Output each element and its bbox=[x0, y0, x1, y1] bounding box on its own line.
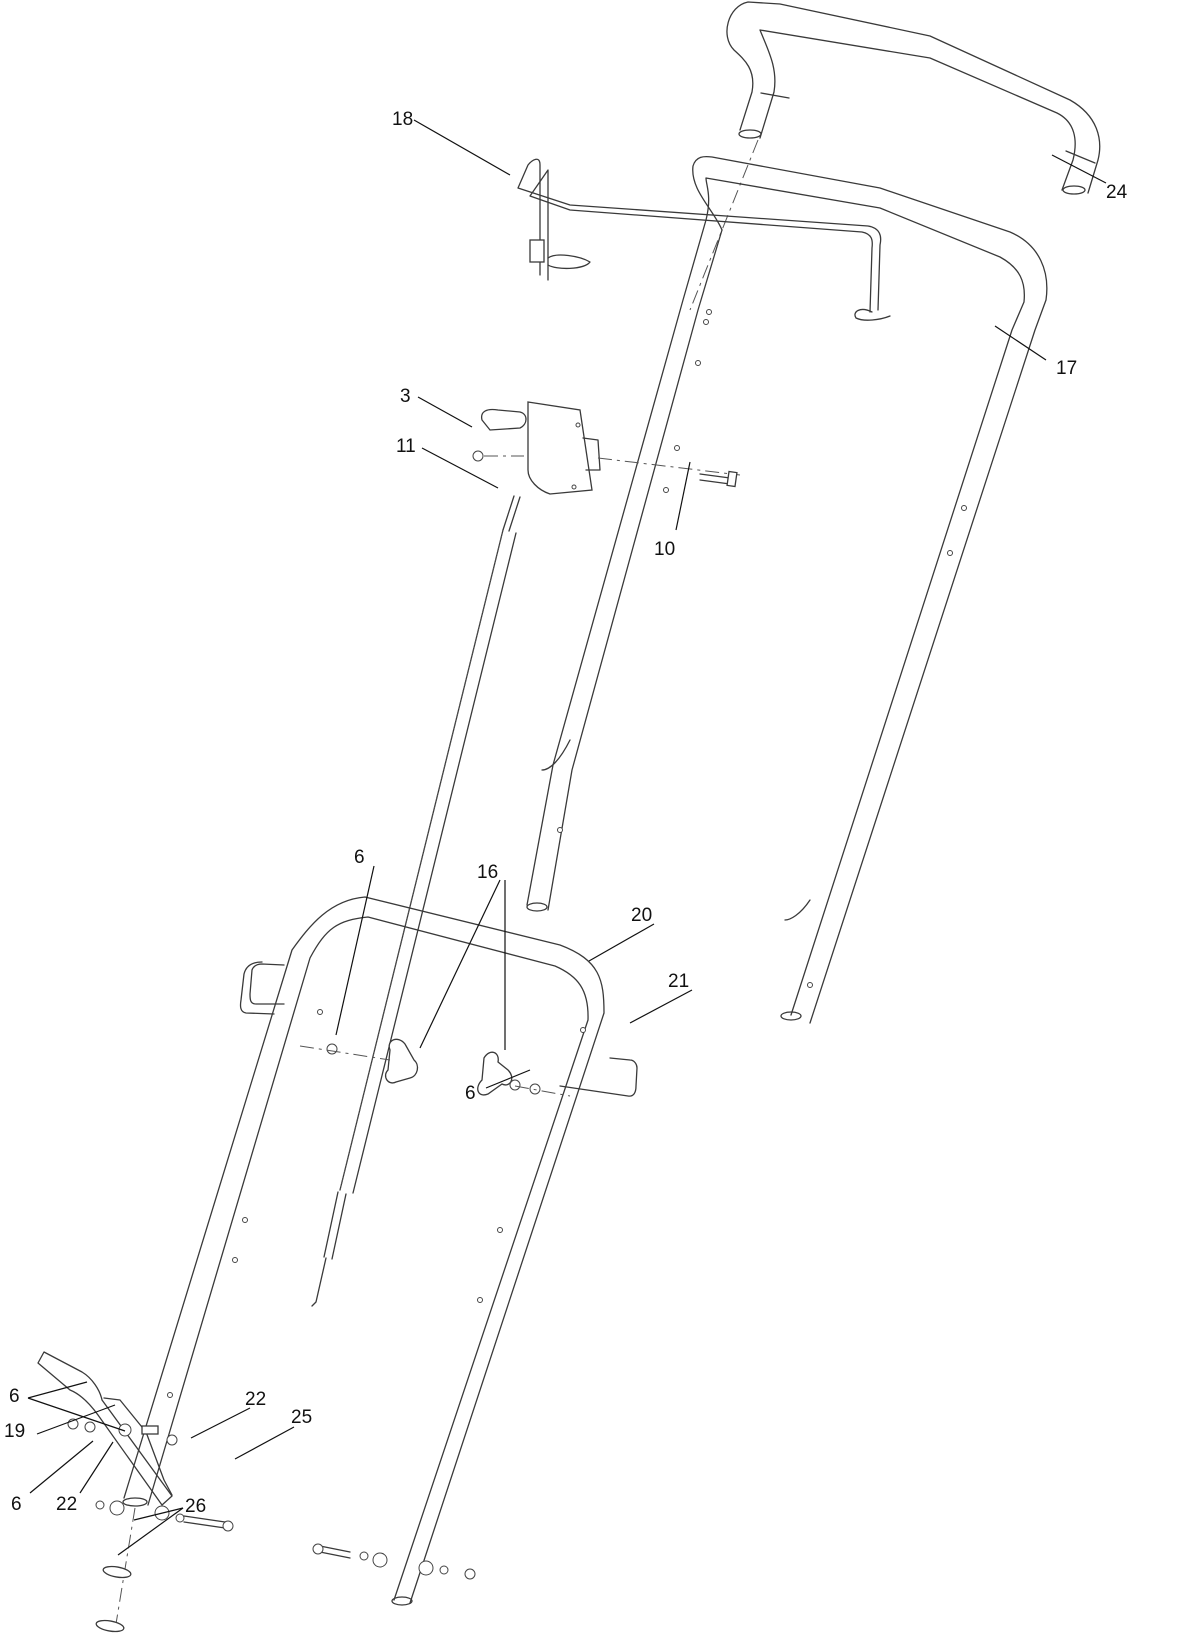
upper-handle bbox=[526, 155, 1048, 1024]
leader-line bbox=[27, 1397, 126, 1432]
leader-line bbox=[36, 1404, 116, 1435]
callout-washer: 6 bbox=[465, 1083, 476, 1104]
callout-upper-handle: 17 bbox=[1056, 358, 1078, 379]
callout-lower-handle: 20 bbox=[631, 905, 653, 926]
callout-cable-guide-bracket: 21 bbox=[668, 971, 690, 992]
leader-line bbox=[675, 461, 691, 531]
bottom-fasteners bbox=[95, 1500, 476, 1580]
control-cable bbox=[311, 495, 521, 1307]
leader-line bbox=[335, 865, 375, 1036]
knobs bbox=[326, 1038, 541, 1096]
leader-line bbox=[29, 1440, 94, 1494]
callout-knob: 16 bbox=[477, 862, 499, 883]
leader-line bbox=[79, 1441, 114, 1494]
leader-line bbox=[413, 119, 511, 176]
plugs bbox=[95, 1565, 132, 1633]
leader-line bbox=[421, 447, 499, 489]
leader-line bbox=[629, 989, 693, 1024]
leader-line bbox=[994, 325, 1047, 361]
callout-height-adjust-lever: 19 bbox=[4, 1421, 26, 1442]
leader-line bbox=[27, 1381, 88, 1399]
callout-bolt: 25 bbox=[291, 1407, 313, 1428]
callout-washer: 6 bbox=[9, 1386, 20, 1407]
leader-line bbox=[419, 879, 501, 1049]
callout-bail-wire: 18 bbox=[392, 109, 414, 130]
callout-bolt: 10 bbox=[654, 539, 676, 560]
leader-line bbox=[417, 396, 473, 428]
leader-line bbox=[133, 1507, 184, 1521]
leader-line bbox=[485, 1069, 531, 1089]
control-assembly bbox=[472, 401, 601, 495]
leader-line bbox=[190, 1407, 251, 1439]
callout-spacer: 22 bbox=[56, 1494, 78, 1515]
bail-wire bbox=[517, 158, 891, 321]
callout-plug: 26 bbox=[185, 1496, 207, 1517]
lower-handle bbox=[122, 896, 605, 1606]
upper-grip-handle bbox=[726, 1, 1101, 195]
cable-guide-brackets bbox=[239, 961, 638, 1097]
callout-nut: 3 bbox=[400, 386, 411, 407]
leader-line bbox=[1051, 154, 1107, 184]
leader-lines bbox=[27, 119, 1107, 1556]
leader-line bbox=[117, 1507, 184, 1556]
height-adjust-lever bbox=[37, 1351, 178, 1506]
leader-line bbox=[234, 1426, 295, 1460]
callout-washer: 6 bbox=[11, 1494, 22, 1515]
leader-line bbox=[588, 923, 655, 962]
callout-washer: 6 bbox=[354, 847, 365, 868]
bolt-10 bbox=[699, 470, 738, 488]
callout-control-cable: 11 bbox=[396, 436, 416, 457]
callout-upper-handle-grip-tube: 24 bbox=[1106, 182, 1128, 203]
callout-spacer: 22 bbox=[245, 1389, 267, 1410]
